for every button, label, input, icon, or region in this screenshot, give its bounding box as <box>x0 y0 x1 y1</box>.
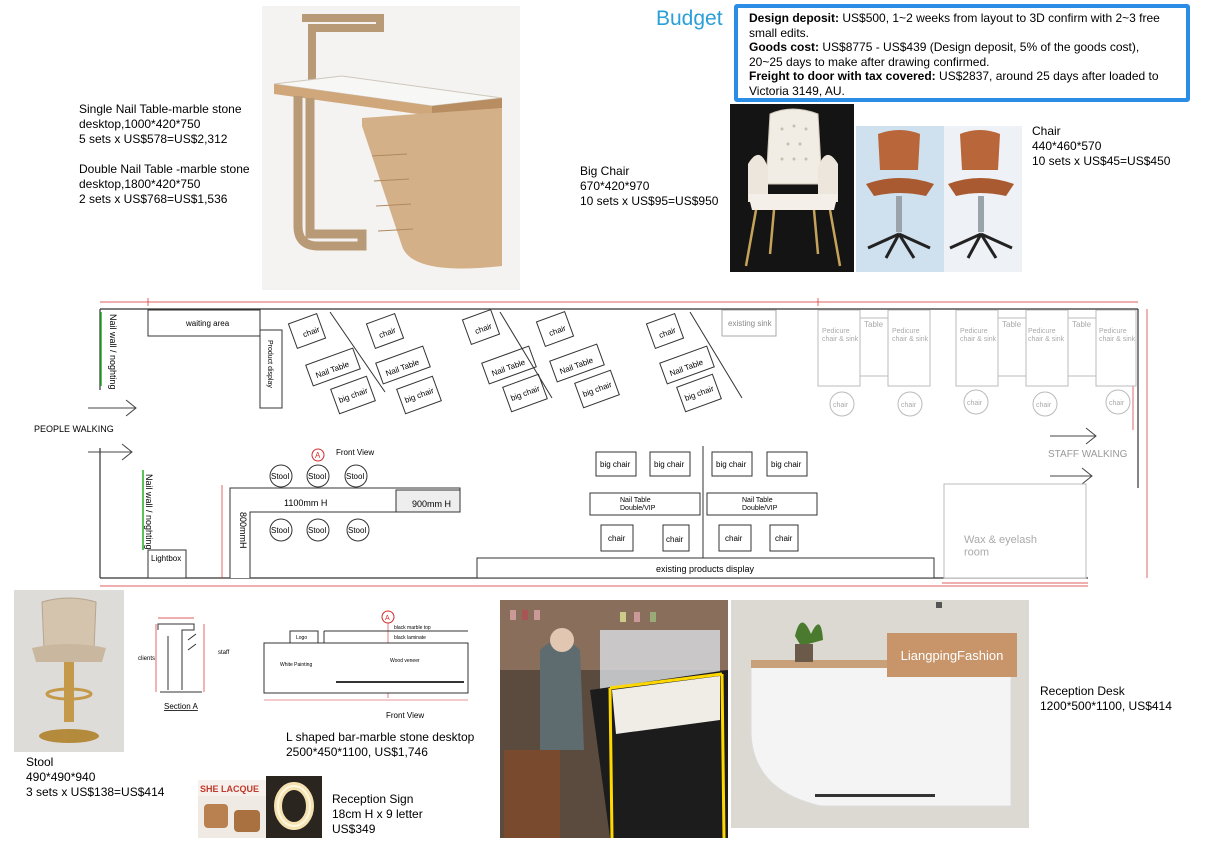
existing-sink-label: existing sink <box>728 319 773 328</box>
staff-walking-label: STAFF WALKING <box>1048 449 1128 460</box>
black-marble-top-label: black marble top <box>394 625 431 631</box>
she-lacque-text: SHE LACQUE <box>200 784 259 794</box>
chair-label: chair <box>666 535 684 544</box>
pedicure-chair-label: chair <box>1109 400 1125 407</box>
pedicure-chair-label: chair <box>1036 402 1052 409</box>
bar-height-label: 1100mm H <box>284 498 327 508</box>
clients-label: clients <box>138 656 155 662</box>
stool-label: Stool <box>271 526 289 535</box>
marker-a: A <box>315 451 321 460</box>
budget-deposit-label: Design deposit: <box>749 11 840 25</box>
budget-deposit-text: US$500, 1~2 weeks from layout to 3D conf… <box>749 11 1160 40</box>
existing-products-display <box>476 557 935 579</box>
table-label: Table <box>1072 320 1092 329</box>
staff-label: staff <box>218 650 230 656</box>
existing-products-label: existing products display <box>656 564 755 574</box>
budget-goods-text: US$8775 - US$439 (Design deposit, 5% of … <box>749 40 1140 69</box>
white-painting-label: White Painting <box>280 662 312 668</box>
stool-spec: Stool 490*490*940 3 sets x US$138=US$414 <box>26 755 165 799</box>
counter-height-label: 900mm H <box>412 499 451 509</box>
section-a-label: Section A <box>164 702 198 711</box>
reception-sign-photo: SHE LACQUE <box>198 780 266 838</box>
reception-sign-board: LiangpingFashion <box>887 633 1017 677</box>
pedicure-area <box>817 309 1137 387</box>
side-height-label: 800mmH <box>238 512 248 549</box>
stool-label: Stool <box>271 472 289 481</box>
nail-station-4: chair Nail Table big chair <box>535 311 620 409</box>
waiting-area-label: waiting area <box>185 319 230 328</box>
double-nail-stations: big chair big chair big chair big chair … <box>589 446 818 560</box>
big-chair-label: big chair <box>771 460 802 469</box>
budget-freight-text: US$2837, around 25 days after loaded to … <box>749 69 1159 98</box>
nail-station-2: chair Nail Table big chair <box>365 313 442 415</box>
l-bar-spec: L shaped bar-marble stone desktop 2500*4… <box>286 730 475 759</box>
budget-freight-label: Freight to door with tax covered: <box>749 69 936 83</box>
stool-photo <box>14 590 124 752</box>
chair-label: chair <box>608 534 626 543</box>
budget-goods-label: Goods cost: <box>749 40 820 54</box>
store-photo <box>500 600 728 838</box>
front-view-label: Front View <box>336 448 374 457</box>
big-chair-photo <box>730 104 854 272</box>
budget-box: Design deposit: US$500, 1~2 weeks from l… <box>734 4 1190 102</box>
people-walking-label: PEOPLE WALKING <box>34 424 114 434</box>
pedicure-chair-label: chair <box>901 402 917 409</box>
big-chair-label: big chair <box>716 460 747 469</box>
nail-station-5: chair Nail Table big chair <box>645 311 743 413</box>
product-display <box>259 329 283 409</box>
nail-station-3: chair Nail Table big chair <box>461 309 553 413</box>
stool-label: Stool <box>308 526 326 535</box>
nail-table-spec: Single Nail Table-marble stone desktop,1… <box>79 102 250 206</box>
nail-wall-top-label: Nail wall / noghting <box>108 314 118 390</box>
pedicure-chair-label: chair <box>833 402 849 409</box>
stool-label: Stool <box>348 526 366 535</box>
pedicure-chair-label: chair <box>967 400 983 407</box>
big-chair-label: big chair <box>600 460 631 469</box>
lightbox-label: Lightbox <box>151 554 181 563</box>
waiting-area <box>147 309 261 337</box>
nail-station-1: chair Nail Table big chair <box>287 311 386 415</box>
chair-spec: Chair 440*460*570 10 sets x US$45=US$450 <box>1032 124 1171 168</box>
logo-label: Logo <box>296 635 307 641</box>
front-view-label: Front View <box>386 711 424 720</box>
reception-bar: A Front View 1100mm H 900mm H 800mmH <box>229 448 461 578</box>
existing-sink <box>721 309 777 337</box>
lightbox <box>147 549 187 579</box>
product-display-label: Product display <box>266 340 273 388</box>
big-chair-label: big chair <box>654 460 685 469</box>
reception-sign-spec: Reception Sign 18cm H x 9 letter US$349 <box>332 792 423 836</box>
chair-label: chair <box>775 534 793 543</box>
chair-photo <box>856 126 1022 272</box>
table-label: Table <box>864 320 884 329</box>
budget-title: Budget <box>656 7 723 30</box>
black-laminate-label: black laminate <box>394 635 426 641</box>
chair-label: chair <box>725 534 743 543</box>
reception-desk-spec: Reception Desk 1200*500*1100, US$414 <box>1040 684 1172 713</box>
table-label: Table <box>1002 320 1022 329</box>
wax-room <box>943 483 1087 579</box>
marker-a: A <box>385 615 390 622</box>
nail-wall-bottom-label: Nail wall / noghting <box>144 474 154 550</box>
sign-letter-photo <box>266 776 322 838</box>
nail-table-photo <box>262 6 520 290</box>
section-a-drawing: clients staff Section A <box>134 610 244 716</box>
front-view-drawing: A Logo White Painting Wood veneer black … <box>258 608 480 723</box>
wood-veneer-label: Wood veneer <box>390 658 420 664</box>
floor-plan: Nail wall / noghting Nail wall / noghtin… <box>0 290 1218 600</box>
stool-label: Stool <box>346 472 364 481</box>
big-chair-spec: Big Chair 670*420*970 10 sets x US$95=US… <box>580 164 719 208</box>
stool-label: Stool <box>308 472 326 481</box>
